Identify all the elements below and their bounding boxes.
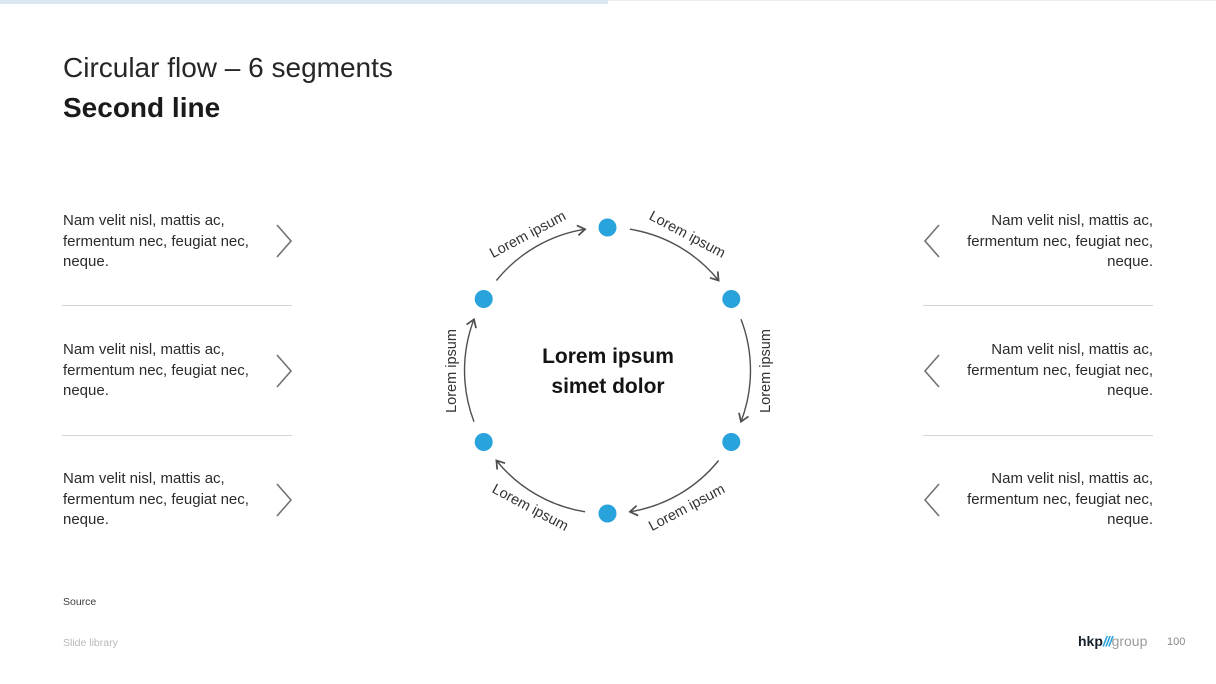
chevron-right-icon [276, 354, 293, 388]
left-divider-2 [62, 435, 292, 436]
right-divider-1 [923, 305, 1153, 306]
right-text-item-2: Nam velit nisl, mattis ac, fermentum nec… [967, 341, 1153, 400]
right-text-item-3: Nam velit nisl, mattis ac, fermentum nec… [967, 470, 1153, 529]
flow-dots [474, 218, 741, 523]
flow-dot [598, 218, 617, 237]
flow-arc-segment [463, 317, 477, 422]
flow-arc-segment [738, 319, 752, 424]
flow-arcs [463, 224, 752, 517]
left-divider-1 [62, 305, 292, 306]
chevron-right-icon [276, 224, 293, 258]
flow-arc-segment [629, 228, 720, 282]
page-title: Circular flow – 6 segments [63, 52, 393, 83]
arc-label-right: Lorem ipsum [758, 329, 774, 413]
left-text-item-2: Nam velit nisl, mattis ac, fermentum nec… [63, 341, 249, 400]
flow-dot [722, 433, 741, 451]
logo-text-group: group [1111, 633, 1148, 649]
logo-text-hkp: hkp [1078, 633, 1103, 649]
arc-label-left: Lorem ipsum [444, 329, 460, 413]
top-edge-line [608, 0, 1216, 1]
left-text-item-3: Nam velit nisl, mattis ac, fermentum nec… [63, 470, 249, 529]
page-subtitle: Second line [63, 92, 221, 123]
right-text-item-1: Nam velit nisl, mattis ac, fermentum nec… [967, 212, 1153, 271]
logo-slashes-icon: /// [1102, 633, 1113, 649]
chevron-left-icon [923, 224, 940, 258]
right-divider-2 [923, 435, 1153, 436]
chevron-right-icon [276, 483, 293, 517]
source-label: Source [63, 596, 97, 608]
top-accent-strip [0, 0, 608, 4]
page-number: 100 [1167, 636, 1186, 648]
flow-dot [474, 290, 493, 308]
chevron-left-icon [923, 483, 940, 517]
flow-dot [722, 290, 741, 308]
chevron-left-icon [923, 354, 940, 388]
diagram-center-text: Lorem ipsum simet dolor [542, 345, 674, 398]
flow-dot [474, 433, 493, 451]
flow-arc-segment [628, 460, 720, 517]
title-block: Circular flow – 6 segments Second line [63, 48, 393, 128]
left-text-item-1: Nam velit nisl, mattis ac, fermentum nec… [63, 212, 249, 271]
flow-arc-segment [495, 224, 587, 281]
flow-dot [598, 504, 617, 523]
hkp-group-logo: hkp///group [1078, 633, 1147, 649]
slide-library-label: Slide library [63, 637, 118, 649]
flow-arc-segment [495, 459, 586, 513]
